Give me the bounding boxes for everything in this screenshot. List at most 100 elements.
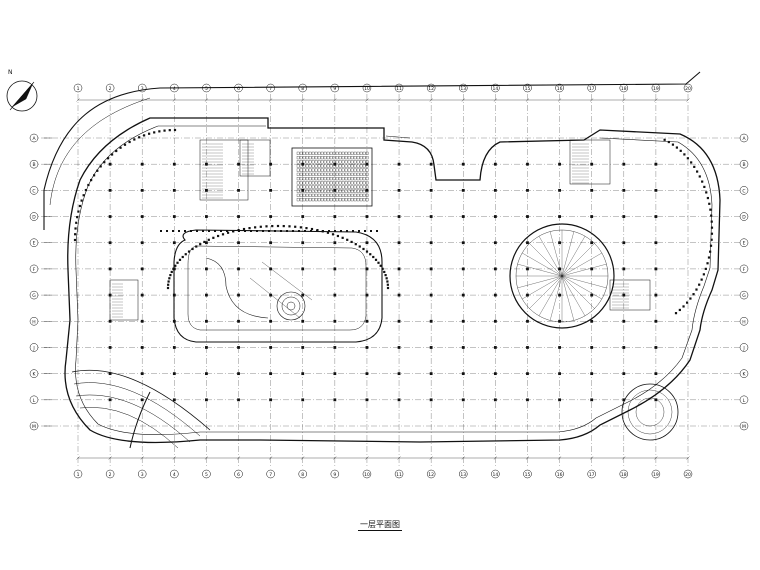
auditorium-seat	[344, 156, 348, 160]
auditorium-seat	[302, 168, 306, 172]
auditorium-seat	[362, 193, 366, 197]
colonnade-marker	[203, 240, 206, 244]
auditorium-seating	[291, 147, 373, 207]
colonnade-marker	[354, 243, 357, 246]
colonnade-marker	[305, 227, 308, 230]
grid-bubble	[619, 469, 629, 479]
auditorium-seat	[299, 156, 303, 160]
grid-bubble-label: A	[742, 136, 746, 142]
colonnade-marker	[184, 253, 187, 256]
auditorium-seat	[338, 177, 342, 181]
grid-bubble	[29, 133, 39, 143]
dimension-tick	[461, 98, 465, 102]
structural-column	[429, 398, 433, 402]
colonnade-marker	[259, 225, 262, 228]
dimension-tick	[236, 456, 241, 460]
rotunda-radial	[561, 275, 607, 289]
structural-column	[590, 162, 594, 166]
structural-column	[172, 241, 176, 245]
auditorium-seat	[359, 181, 363, 185]
auditorium-seat	[350, 172, 354, 176]
structural-column	[205, 293, 208, 297]
colonnade-marker	[370, 230, 372, 232]
colonnade-marker	[386, 286, 390, 290]
auditorium-seat	[362, 181, 366, 185]
grid-bubble	[330, 83, 340, 93]
colonnade-marker	[674, 312, 678, 315]
colonnade-marker	[708, 202, 711, 205]
dimension-tick	[108, 456, 112, 460]
grid-bubble-label: 5	[205, 472, 208, 478]
grid-bubble	[73, 469, 83, 479]
colonnade-marker	[695, 288, 698, 291]
auditorium-seat	[326, 160, 330, 164]
colonnade-marker	[710, 226, 714, 229]
auditorium-seat	[344, 189, 348, 193]
dimension-tick	[172, 456, 176, 460]
colonnade-marker	[710, 220, 713, 223]
auditorium-seat	[359, 177, 363, 181]
structural-column	[493, 319, 497, 323]
auditorium-seat	[350, 198, 354, 202]
auditorium-seat	[362, 172, 366, 176]
grid-bubble-label: C	[742, 188, 745, 194]
grid-bubble-label: 1	[77, 86, 80, 92]
auditorium-seat	[359, 198, 363, 202]
grid-bubble	[29, 395, 39, 405]
auditorium-seat	[299, 164, 303, 168]
auditorium-seat	[335, 164, 339, 168]
auditorium-seat	[335, 160, 339, 164]
auditorium-seat	[314, 168, 318, 172]
colonnade-marker	[706, 196, 709, 200]
auditorium-seat	[362, 164, 366, 168]
auditorium-seat	[308, 189, 312, 193]
structural-column	[205, 319, 208, 323]
colonnade-marker	[166, 286, 170, 290]
structural-column	[301, 346, 305, 349]
rotunda-radial	[561, 243, 595, 277]
grid-bubble-label: F	[743, 267, 746, 273]
colonnade-marker	[710, 238, 713, 241]
grid-bubble-label: H	[742, 319, 745, 325]
auditorium-seat	[317, 160, 321, 164]
structural-column	[108, 188, 112, 192]
auditorium-seat	[308, 151, 312, 155]
auditorium-seat	[338, 151, 342, 155]
structural-column	[140, 215, 144, 218]
structural-column	[205, 215, 208, 218]
colonnade-marker	[334, 230, 336, 232]
grid-bubble-label: 12	[428, 86, 434, 92]
auditorium-seat	[317, 185, 321, 189]
grid-bubble	[555, 83, 564, 93]
dimension-tick	[557, 456, 562, 460]
dimension-tick	[622, 456, 626, 460]
colonnade-marker	[689, 297, 692, 300]
auditorium-seat	[341, 151, 345, 155]
grid-bubble-label: 19	[653, 86, 659, 92]
auditorium-seat	[317, 172, 321, 176]
colonnade-marker	[336, 234, 340, 238]
auditorium-seat	[353, 181, 357, 185]
dimension-tick	[590, 98, 594, 102]
structural-column	[461, 215, 465, 218]
auditorium-seat	[356, 181, 360, 185]
auditorium-seat	[308, 164, 312, 168]
colonnade-marker	[87, 183, 90, 187]
grid-bubble-label: K	[33, 372, 37, 378]
auditorium-seat	[305, 151, 309, 155]
auditorium-seat	[296, 193, 300, 197]
structural-column	[590, 267, 594, 271]
auditorium-seat	[326, 172, 330, 176]
grid-bubble-label: D	[32, 215, 36, 221]
auditorium-seat	[311, 164, 315, 168]
auditorium-seat	[296, 181, 300, 185]
structural-column	[333, 188, 337, 192]
structural-column	[333, 293, 337, 297]
auditorium-seat	[350, 193, 354, 197]
grid-bubble	[491, 469, 500, 479]
structural-column	[622, 188, 626, 192]
auditorium-seat	[359, 193, 363, 197]
dimension-tick	[269, 98, 273, 102]
auditorium-seat	[359, 185, 363, 189]
structural-column	[108, 267, 112, 271]
